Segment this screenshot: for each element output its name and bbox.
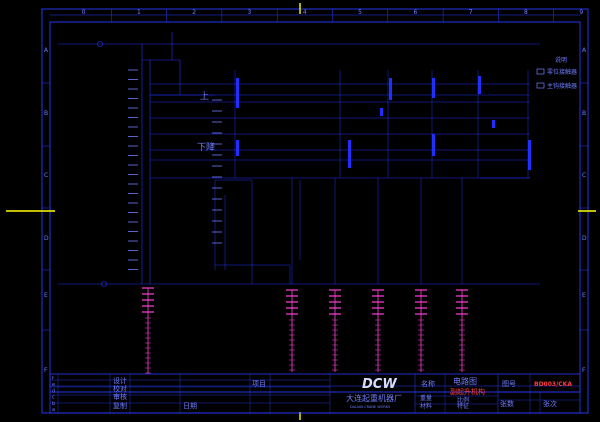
row-label-left: D [44, 235, 49, 242]
logo: DCW [362, 377, 397, 392]
item-label: 项目 [252, 380, 266, 388]
branch [142, 59, 181, 95]
weight-label: 重量 [420, 394, 432, 402]
inner-border [49, 21, 581, 393]
contact-block [380, 108, 383, 116]
company-name: 大连起重机器厂 [346, 393, 402, 403]
drawing-no-label: 图号 [502, 380, 516, 388]
contact-block [348, 140, 351, 168]
size-label: 特征 [457, 402, 469, 410]
legend-item-2: 主钩接触器 [547, 82, 577, 90]
column-label: 6 [413, 9, 417, 16]
contact-blocks [236, 76, 531, 170]
column-label: 9 [579, 9, 583, 16]
sheets-label: 张数 [500, 399, 514, 408]
row-label-left: A [44, 47, 49, 54]
row-labels: A A B B C C D D E E F F [42, 47, 588, 374]
scale-label: 比例 [457, 396, 469, 404]
drawing-no: BD003/CKA [534, 381, 572, 388]
legend-title: 说明 [555, 56, 567, 64]
row-label-left: E [44, 292, 48, 299]
contact-block [236, 78, 239, 108]
material-label: 材料 [420, 402, 432, 410]
role-design: 设计 [113, 376, 127, 385]
label-up: 上 [200, 91, 209, 102]
role-copy: 复制 [113, 401, 127, 410]
sheet-no-label: 张次 [543, 399, 557, 408]
column-label: 5 [358, 9, 362, 16]
drawing-subtitle: 副起升机构 [450, 387, 485, 396]
row-label-right: D [582, 235, 587, 242]
revision-letter: c [52, 395, 55, 401]
drawing-title: 电路图 [453, 376, 477, 386]
column-label: 4 [303, 9, 307, 16]
contact-block [528, 140, 531, 170]
revision-letter: f [52, 376, 54, 382]
legend-box-1 [536, 68, 545, 75]
branch [215, 179, 253, 284]
revision-letter: e [52, 382, 55, 388]
row-label-right: C [582, 172, 586, 179]
terminal-strips [142, 287, 468, 374]
contact-block [432, 78, 435, 98]
contact-block [478, 76, 481, 94]
contact-block [389, 78, 392, 100]
company-name-en: DALIAN CRANE WORKS [350, 405, 391, 409]
date-label: 日期 [183, 402, 197, 410]
legend-item-1: 零位接触器 [547, 68, 577, 76]
revision-letter: d [52, 388, 55, 394]
role-check: 校对 [113, 384, 127, 393]
row-label-right: E [582, 292, 586, 299]
revision-letter: b [52, 401, 55, 407]
row-label-left: B [44, 110, 48, 117]
column-label: 3 [248, 9, 252, 16]
branch [215, 264, 291, 284]
row-label-right: A [582, 47, 587, 54]
label-down: 下降 [197, 141, 215, 153]
column-label: 2 [192, 9, 196, 16]
contact-block [432, 134, 435, 156]
revision-letter: a [52, 407, 55, 413]
schematic-wiring [58, 32, 540, 287]
legend: 说明 零位接触器 主钩接触器 [536, 56, 577, 90]
row-label-left: C [44, 172, 48, 179]
title-block-lines [49, 373, 581, 414]
row-label-left: F [44, 367, 48, 374]
contact-block [236, 140, 239, 156]
row-label-right: B [582, 110, 586, 117]
column-labels: 0 1 2 3 4 5 6 7 8 9 [82, 9, 583, 22]
column-label: 7 [469, 9, 473, 16]
contact-block [492, 120, 495, 128]
connector-symbol [97, 41, 103, 47]
connector-symbol [101, 281, 107, 287]
title-block-border [49, 373, 581, 414]
column-label: 0 [82, 9, 86, 16]
role-review: 审核 [113, 392, 127, 401]
column-label: 8 [524, 9, 528, 16]
name-label: 名称 [421, 379, 435, 388]
column-label: 1 [137, 9, 141, 16]
row-label-right: F [582, 367, 586, 374]
legend-box-2 [536, 82, 545, 89]
